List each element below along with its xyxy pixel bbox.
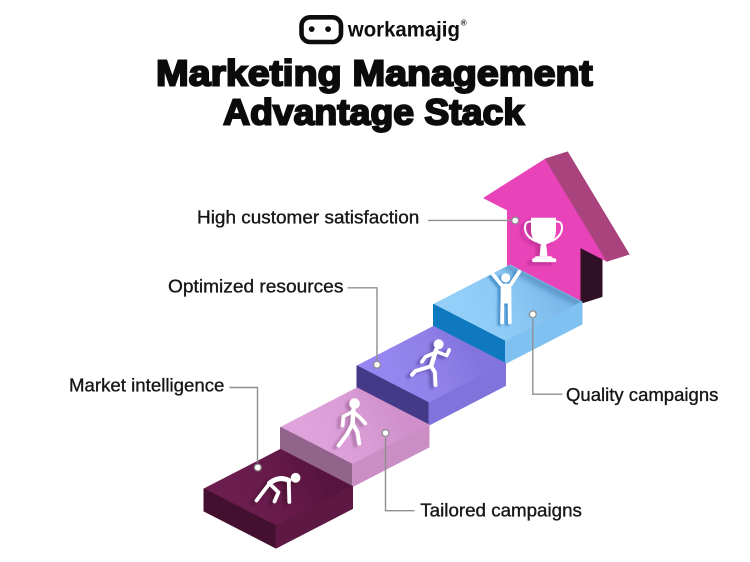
svg-text:Optimized resources: Optimized resources xyxy=(168,276,343,297)
svg-text:Marketing Management: Marketing Management xyxy=(156,53,593,94)
svg-text:workamajig: workamajig xyxy=(347,18,460,42)
svg-text:Advantage Stack: Advantage Stack xyxy=(223,91,525,132)
svg-text:Market intelligence: Market intelligence xyxy=(69,374,224,395)
svg-text:High customer satisfaction: High customer satisfaction xyxy=(197,206,419,227)
svg-text:Tailored campaigns: Tailored campaigns xyxy=(420,499,582,520)
svg-text:Quality campaigns: Quality campaigns xyxy=(566,384,718,405)
svg-text:®: ® xyxy=(461,19,467,28)
